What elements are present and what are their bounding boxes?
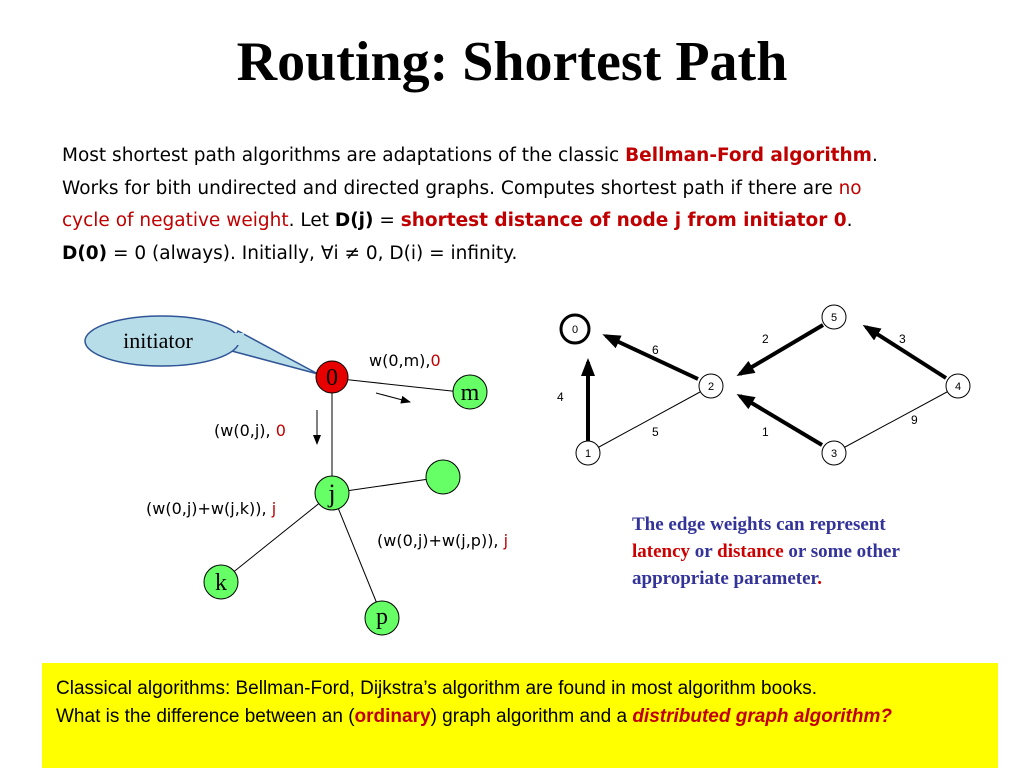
edge-4-to-5 bbox=[862, 324, 948, 380]
distributed-highlight: distributed graph algorithm? bbox=[632, 706, 892, 727]
node-m bbox=[452, 374, 488, 410]
label-w0m: w(0,m),0 bbox=[369, 351, 441, 370]
node-p bbox=[364, 600, 400, 636]
weight-2-3: 1 bbox=[762, 425, 769, 439]
node-m-label: m bbox=[461, 380, 480, 406]
label-jp-text: (w(0,j)+w(j,p)), bbox=[377, 531, 504, 550]
node-p-label: p bbox=[376, 604, 388, 630]
edge-j-unnamed bbox=[331, 476, 444, 494]
rnode-5-label: 5 bbox=[831, 312, 837, 324]
edge-5-to-2 bbox=[736, 323, 825, 377]
weight-5-4: 3 bbox=[899, 332, 906, 346]
node-0-label: 0 bbox=[326, 365, 338, 391]
node-unnamed bbox=[425, 459, 461, 495]
rnode-5: 5 bbox=[821, 304, 847, 330]
weight-1-2: 5 bbox=[652, 425, 659, 439]
weight-0-2: 6 bbox=[652, 343, 659, 357]
rnode-4: 4 bbox=[945, 373, 971, 399]
edge-1-2 bbox=[587, 385, 712, 454]
note-line-1: The edge weights can represent bbox=[632, 514, 886, 535]
label-w0m-text: w(0,m), bbox=[369, 351, 431, 370]
intro-paragraph: Most shortest path algorithms are adapta… bbox=[62, 140, 982, 270]
label-w0j-value: 0 bbox=[276, 421, 286, 440]
intro-line-4: D(0) = 0 (always). Initially, ∀i ≠ 0, D(… bbox=[62, 238, 982, 271]
no-highlight: no bbox=[838, 177, 862, 199]
text: appropriate parameter bbox=[632, 568, 818, 589]
definition-highlight: shortest distance of node j from initiat… bbox=[400, 210, 847, 231]
label-jk-value: j bbox=[271, 499, 276, 518]
rnode-0-label: 0 bbox=[572, 324, 578, 336]
intro-line-2: Works for bith undirected and directed g… bbox=[62, 173, 982, 206]
callout-join bbox=[232, 333, 244, 345]
edge-3-4 bbox=[833, 385, 959, 454]
text: . bbox=[817, 568, 822, 589]
node-j bbox=[314, 475, 350, 511]
text: = bbox=[373, 210, 401, 231]
node-k bbox=[203, 564, 239, 600]
node-j-label: j bbox=[327, 479, 335, 508]
label-jp-value: j bbox=[503, 531, 508, 550]
bellman-ford-highlight: Bellman-Ford algorithm bbox=[625, 145, 872, 166]
weight-2-5: 2 bbox=[762, 332, 769, 346]
edge-j-p bbox=[331, 492, 383, 617]
label-w0j-text: (w(0,j), bbox=[214, 421, 276, 440]
text: . bbox=[846, 210, 853, 231]
negative-cycle-highlight: cycle of negative weight bbox=[62, 210, 289, 231]
arrow-to-m bbox=[375, 392, 411, 404]
rnode-3: 3 bbox=[821, 440, 847, 466]
d0-term: D(0) bbox=[62, 242, 108, 264]
slide-title: Routing: Shortest Path bbox=[236, 31, 788, 93]
label-jp: (w(0,j)+w(j,p)), j bbox=[377, 531, 508, 550]
weight-0-1: 4 bbox=[557, 390, 564, 404]
node-k-label: k bbox=[215, 570, 227, 596]
node-0 bbox=[315, 360, 349, 394]
text: = 0 (always). Initially, ∀i ≠ 0, D(i) = … bbox=[107, 242, 518, 264]
text: Most shortest path algorithms are adapta… bbox=[62, 145, 626, 166]
text: . Let bbox=[288, 210, 335, 231]
rnode-0: 0 bbox=[559, 313, 591, 345]
rnode-3-label: 3 bbox=[831, 448, 837, 460]
text: Works for bith undirected and directed g… bbox=[62, 177, 839, 199]
edge-0-m bbox=[331, 377, 471, 394]
label-jk-text: (w(0,j)+w(j,k)), bbox=[146, 499, 272, 518]
ordinary-highlight: ordinary bbox=[354, 706, 431, 727]
rnode-4-label: 4 bbox=[955, 381, 961, 393]
label-w0m-value: 0 bbox=[431, 351, 441, 370]
edge-weight-note: The edge weights can represent latency o… bbox=[632, 511, 972, 592]
footer-question-box: Classical algorithms: Bellman-Ford, Dijk… bbox=[42, 663, 998, 768]
footer-line-1: Classical algorithms: Bellman-Ford, Dijk… bbox=[56, 678, 817, 699]
label-jk: (w(0,j)+w(j,k)), j bbox=[146, 499, 276, 518]
note-latency: latency bbox=[632, 541, 691, 562]
weight-3-4: 9 bbox=[911, 413, 918, 427]
rnode-1-label: 1 bbox=[585, 448, 591, 460]
edge-j-k bbox=[220, 492, 333, 583]
label-w0j: (w(0,j), 0 bbox=[214, 421, 286, 440]
rnode-2: 2 bbox=[698, 373, 724, 399]
intro-line-3: cycle of negative weight. Let D(j) = sho… bbox=[62, 205, 982, 238]
text: ) graph algorithm and a bbox=[430, 706, 633, 727]
edge-2-to-0 bbox=[602, 334, 699, 381]
rnode-2-label: 2 bbox=[708, 381, 714, 393]
intro-line-1: Most shortest path algorithms are adapta… bbox=[62, 140, 982, 173]
text: or some other bbox=[783, 541, 900, 562]
callout-text: initiator bbox=[123, 328, 193, 353]
note-line-2: latency or distance or some other bbox=[632, 538, 972, 565]
text: . bbox=[871, 145, 878, 166]
footer-line-2: What is the difference between an (ordin… bbox=[56, 703, 984, 731]
text: What is the difference between an ( bbox=[56, 706, 355, 727]
note-distance: distance bbox=[717, 541, 784, 562]
text: or bbox=[690, 541, 718, 562]
note-line-3: appropriate parameter. bbox=[632, 565, 972, 592]
right-graph: 0 1 2 3 4 5 4 6 5 2 1 3 9 bbox=[557, 304, 971, 466]
left-graph: initiator 0 m j k p w(0,m),0 (w(0,j), 0 … bbox=[84, 315, 508, 636]
rnode-1: 1 bbox=[575, 440, 601, 466]
dj-term: D(j) bbox=[334, 210, 374, 231]
edge-3-to-2 bbox=[736, 393, 824, 447]
